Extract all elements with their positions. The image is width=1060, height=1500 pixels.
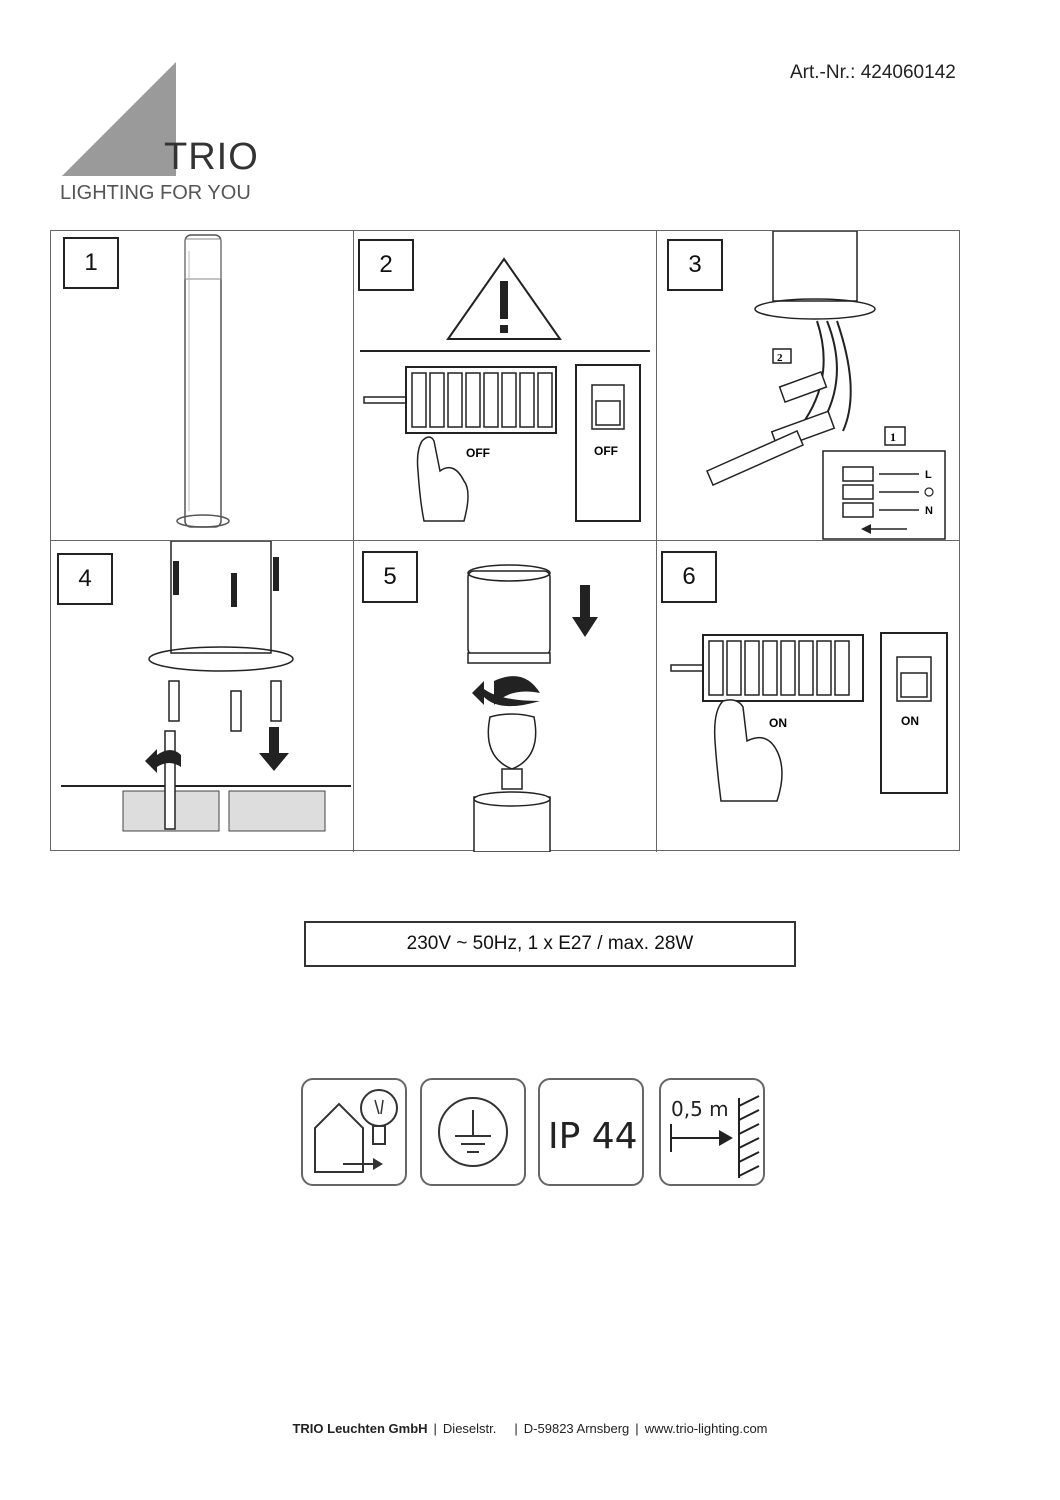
terminal-l-label: L (925, 469, 932, 481)
step-1-panel: 1 (51, 231, 354, 541)
outdoor-use-icon (301, 1078, 407, 1186)
trio-logo: TRIO LIGHTING FOR YOU (58, 58, 278, 208)
bulb-install-illustration (467, 564, 598, 852)
article-number: Art.-Nr.: 424060142 (790, 62, 956, 83)
mounting-illustration (61, 541, 351, 832)
step-1-number: 1 (63, 237, 119, 289)
logo-tagline: LIGHTING FOR YOU (60, 182, 251, 204)
logo-triangle-icon (62, 62, 176, 176)
ip44-rating-icon: IP 44 (538, 1078, 644, 1186)
power-on-illustration: ON ON (670, 632, 948, 802)
step-2-number: 2 (358, 239, 414, 291)
step-5-panel: 5 (354, 541, 657, 852)
minimum-distance-icon: 0,5 m (659, 1078, 765, 1186)
electrical-spec: 230V ~ 50Hz, 1 x E27 / max. 28W (304, 921, 796, 967)
step-4-number: 4 (57, 553, 113, 605)
footer: TRIO Leuchten GmbH|Dieselstr.|D-59823 Ar… (292, 1421, 768, 1436)
step-4-panel: 4 (51, 541, 354, 852)
instruction-grid: 1 2 OFF OFF (50, 230, 960, 852)
terminal-n-label: N (925, 505, 933, 517)
step-3-number: 3 (667, 239, 723, 291)
step-5-number: 5 (362, 551, 418, 603)
inset-number-2: 2 (777, 352, 783, 364)
footer-website-link[interactable]: www.trio-lighting.com (644, 1421, 768, 1436)
logo-word: TRIO (164, 136, 259, 178)
off-label-left: OFF (466, 446, 490, 460)
off-label-right: OFF (594, 444, 618, 458)
inset-number-1: 1 (890, 430, 896, 444)
ip-rating-label: IP 44 (548, 1116, 638, 1157)
protective-earth-icon (420, 1078, 526, 1186)
step-6-number: 6 (661, 551, 717, 603)
bollard-lamp-illustration (176, 234, 230, 528)
footer-company: TRIO Leuchten GmbH (292, 1421, 428, 1436)
footer-city: D-59823 Arnsberg (523, 1421, 630, 1436)
power-off-illustration: OFF OFF (360, 257, 650, 522)
earth-terminal-icon (924, 487, 934, 497)
on-label-right: ON (901, 714, 919, 728)
footer-street: Dieselstr. (442, 1421, 497, 1436)
step-3-panel: 3 2 1 L N (657, 231, 960, 541)
distance-label: 0,5 m (671, 1097, 729, 1121)
step-2-panel: 2 OFF OFF (354, 231, 657, 541)
on-label-left: ON (769, 716, 787, 730)
step-6-panel: 6 ON ON (657, 541, 960, 852)
wiring-illustration: 2 1 L N (706, 231, 946, 540)
